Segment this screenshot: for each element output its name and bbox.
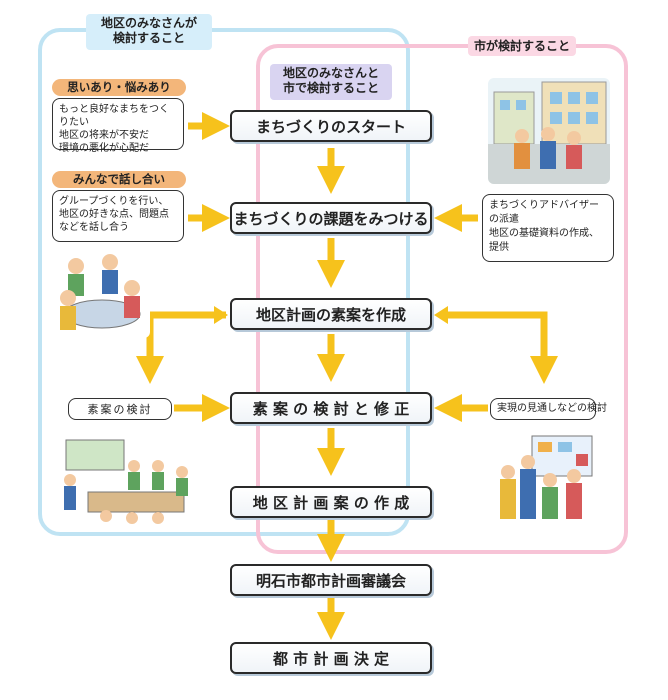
joint-region-label: 地区のみなさんと 市で検討すること	[270, 64, 392, 100]
step-create-draft: 地区計画の素案を作成	[230, 298, 432, 330]
note-concerns: もっと良好なまちをつくりたい 地区の将来が不安だ 環境の悪化が心配だ	[52, 98, 184, 154]
step-council: 明石市都市計画審議会	[230, 564, 432, 596]
arrow-draft-to-right	[445, 311, 558, 384]
pill-discussion: みんなで話し合い	[52, 171, 186, 188]
arrowhead-left-branch	[214, 306, 228, 324]
step-plan-proposal: 地 区 計 画 案 の 作 成	[230, 486, 432, 518]
note-feasibility: 実現の見通しなどの検討	[490, 398, 607, 420]
note-advisor: まちづくりアドバイザーの派遣 地区の基礎資料の作成、提供	[482, 194, 614, 262]
residents-region	[38, 28, 410, 536]
note-draft-review: 素案の検討	[68, 398, 172, 420]
city-building-illustration	[488, 78, 610, 184]
step-review-revise: 素 案 の 検 討 と 修 正	[230, 392, 432, 424]
discussion-illustration	[54, 248, 150, 338]
city-region-label: 市が検討すること	[468, 36, 576, 56]
step-decision: 都 市 計 画 決 定	[230, 642, 432, 674]
residents-region-label: 地区のみなさんが 検討すること	[86, 14, 212, 50]
step-start: まちづくりのスタート	[230, 110, 432, 142]
arrowhead-right-branch	[434, 306, 448, 324]
pill-concerns: 思いあり・悩みあり	[52, 79, 186, 96]
note-discussion: グループづくりを行い、 地区の好きな点、問題点 などを話し合う	[52, 190, 184, 242]
arrow-draft-to-left	[136, 311, 226, 384]
feasibility-illustration	[492, 432, 596, 524]
step-find-issues: まちづくりの課題をみつける	[230, 202, 432, 234]
meeting-room-illustration	[58, 436, 196, 528]
